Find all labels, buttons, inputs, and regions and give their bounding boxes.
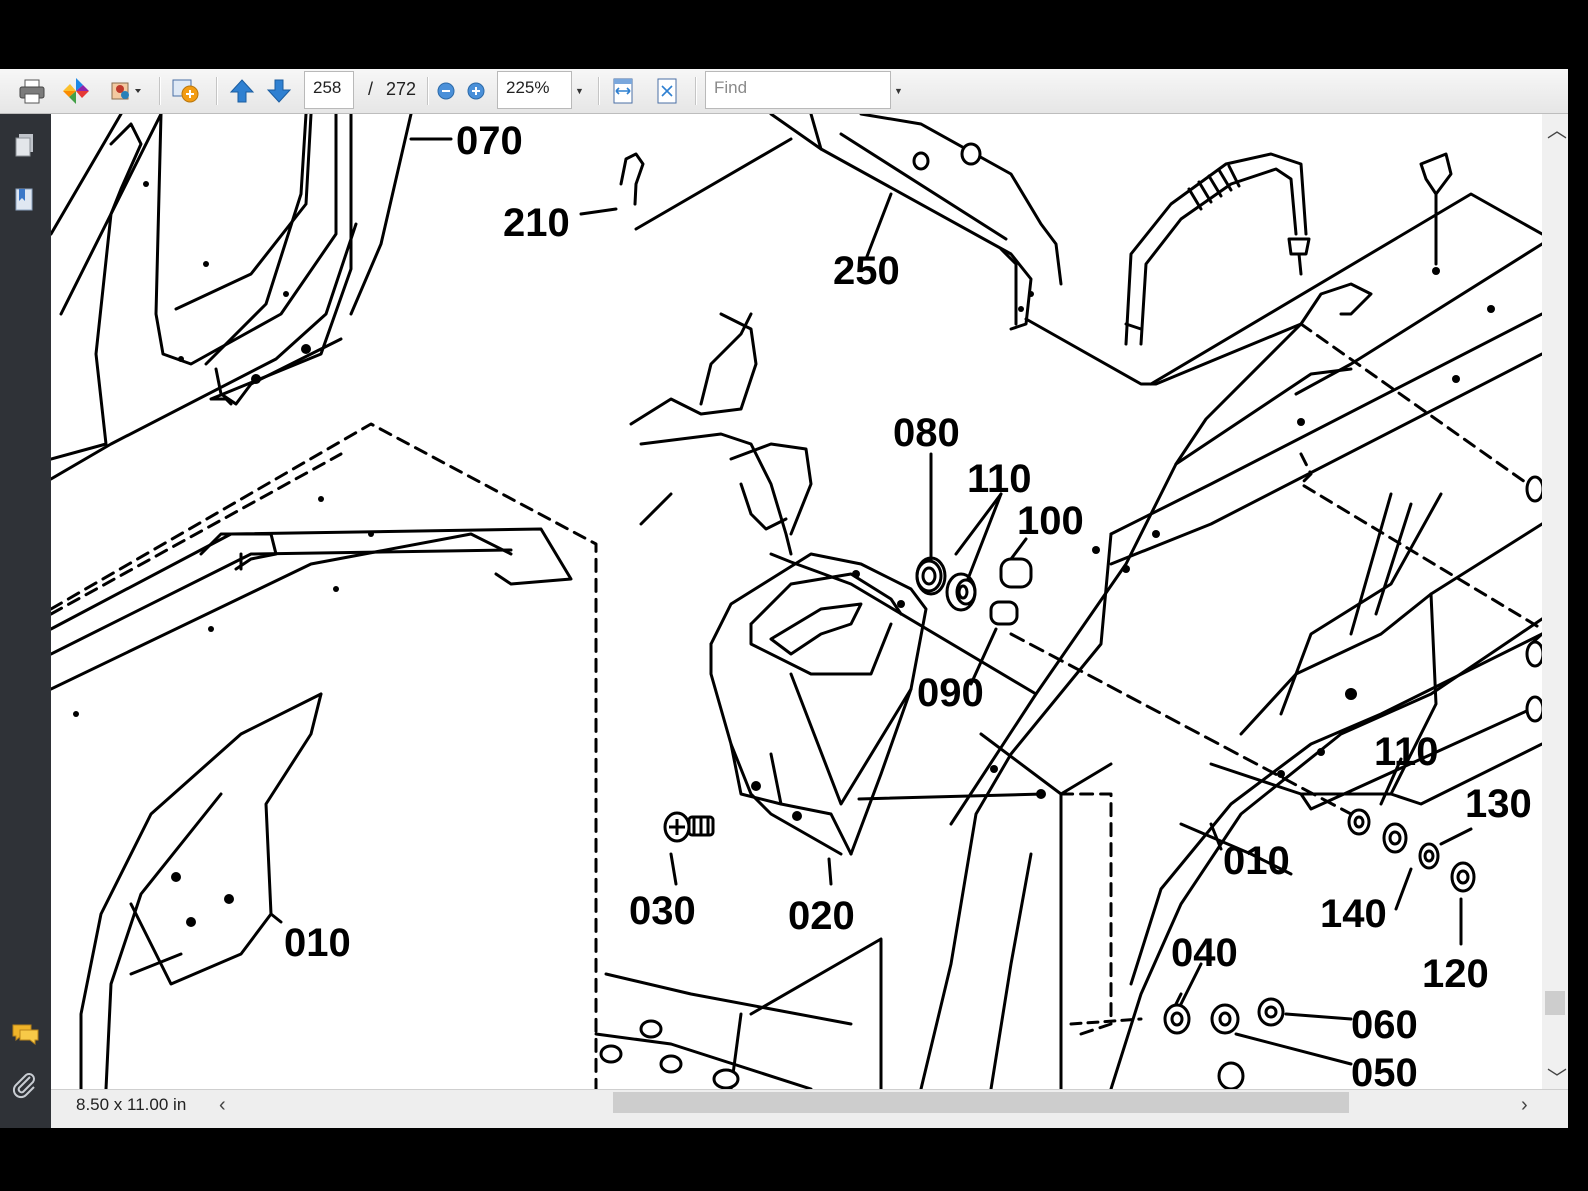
toolbar: 258 / 272 225% ▼ Find ▼	[0, 69, 1588, 114]
zoom-level-select[interactable]: 225%	[497, 71, 572, 109]
fit-width-icon[interactable]	[607, 77, 639, 105]
toolbar-separator	[159, 77, 160, 105]
zoom-in-icon[interactable]	[464, 77, 488, 105]
print-icon[interactable]	[14, 77, 50, 105]
callout-label: 020	[788, 894, 855, 938]
scroll-thumb[interactable]	[1545, 991, 1565, 1015]
page-up-icon[interactable]	[226, 77, 258, 105]
bookmarks-icon[interactable]	[10, 184, 40, 214]
callout-label: 130	[1465, 782, 1532, 826]
chevron-up-icon[interactable]: ︿	[1547, 120, 1567, 142]
callout-label: 060	[1351, 1003, 1418, 1047]
toolbar-separator	[695, 77, 696, 105]
document-page[interactable]: 070 210 250 080 110 100 090 010 030 020 …	[51, 114, 1542, 1089]
callout-label: 080	[893, 411, 960, 455]
find-input[interactable]: Find	[705, 71, 891, 109]
callout-label: 070	[456, 119, 523, 163]
callout-label: 120	[1422, 952, 1489, 996]
chevron-down-icon[interactable]: ﹀	[1547, 1068, 1567, 1090]
navigation-sidebar	[0, 114, 51, 1128]
callout-label: 040	[1171, 931, 1238, 975]
callout-label: 050	[1351, 1051, 1418, 1089]
page-size-label: 8.50 x 11.00 in	[76, 1095, 187, 1114]
callout-label: 090	[917, 671, 984, 715]
bottom-black-bar	[0, 1128, 1588, 1191]
callout-label: 110	[967, 457, 1032, 501]
callout-label: 010	[1223, 839, 1290, 883]
parts-diagram: 070 210 250 080 110 100 090 010 030 020 …	[51, 114, 1542, 1089]
toolbar-separator	[216, 77, 217, 105]
top-black-bar	[0, 0, 1588, 69]
pinwheel-icon[interactable]	[58, 77, 94, 105]
vertical-scrollbar[interactable]: ︿ ﹀	[1542, 114, 1568, 1090]
comments-icon[interactable]	[10, 1019, 40, 1049]
chevron-down-icon[interactable]: ▼	[894, 86, 903, 96]
callout-label: 030	[629, 889, 696, 933]
total-pages: 272	[386, 79, 417, 99]
callout-label: 250	[833, 249, 900, 293]
horizontal-scroll-thumb[interactable]	[613, 1092, 1349, 1113]
chevron-right-icon[interactable]: ›	[1521, 1094, 1528, 1116]
chevron-down-icon[interactable]: ▼	[575, 86, 584, 96]
page-separator: /	[368, 79, 374, 99]
page-number-input[interactable]: 258	[304, 71, 354, 109]
page-down-icon[interactable]	[263, 77, 295, 105]
attachments-icon[interactable]	[10, 1070, 40, 1100]
zoom-out-icon[interactable]	[434, 77, 458, 105]
share-icon[interactable]	[168, 77, 204, 105]
images-icon[interactable]	[104, 77, 148, 105]
status-bar: 8.50 x 11.00 in ‹ ›	[51, 1089, 1568, 1128]
callout-label: 210	[503, 201, 570, 245]
callout-label: 010	[284, 921, 351, 965]
toolbar-separator	[427, 77, 428, 105]
callout-label: 140	[1320, 892, 1387, 936]
fit-page-icon[interactable]	[651, 77, 683, 105]
callout-label: 100	[1017, 499, 1084, 543]
right-black-edge	[1568, 69, 1588, 1128]
pages-icon[interactable]	[10, 130, 40, 160]
chevron-left-icon[interactable]: ‹	[219, 1094, 226, 1116]
toolbar-separator	[598, 77, 599, 105]
callout-label: 110	[1374, 730, 1439, 774]
